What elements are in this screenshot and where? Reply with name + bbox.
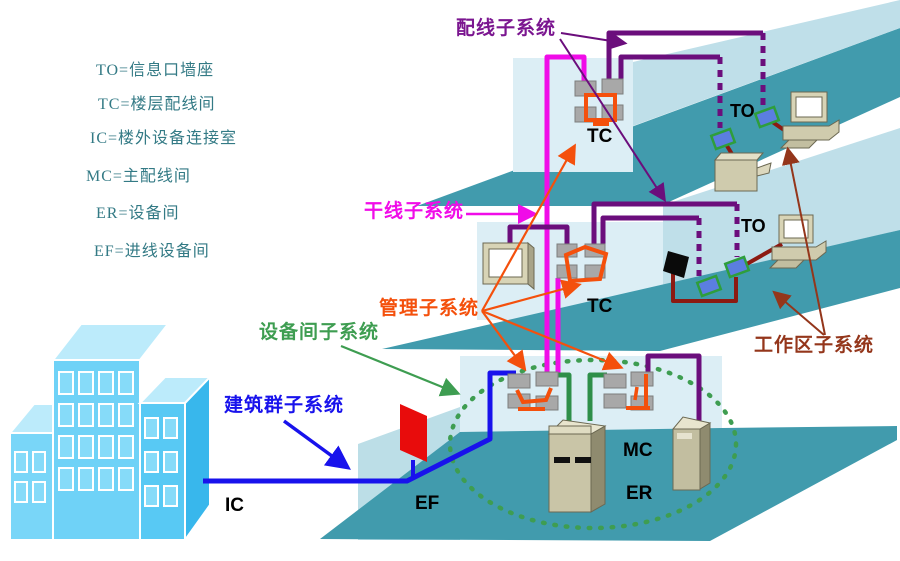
room-code-to-mid: TO [741,216,766,236]
label-arrows [282,31,826,470]
er-tower [671,416,712,491]
room-code-er: ER [626,483,653,504]
room-code-mc: MC [623,440,653,461]
legend-item-ef: EF=进线设备间 [94,243,210,260]
room-code-tc-mid: TC [587,296,613,317]
notebook-black [663,251,689,278]
equipment-room-cables [558,372,607,421]
printer [713,152,772,192]
legend-item-er: ER=设备间 [96,205,180,222]
label-work-area-subsystem: 工作区子系统 [754,335,875,356]
label-horizontal-subsystem: 配线子系统 [456,18,557,39]
desktop-computer-top [779,91,840,149]
equipment-room-boundary [447,357,739,531]
legend-item-tc: TC=楼层配线间 [98,96,216,113]
tc-mid-patch-panel [556,243,609,284]
mc-left-patch-panel [507,371,559,411]
ef-entrance-panel [400,404,427,462]
legend-item-ic: IC=楼外设备连接室 [90,130,238,147]
campus-cable [203,370,516,484]
horizontal-cables [507,30,766,421]
label-equipment-room-subsystem: 设备间子系统 [259,322,380,343]
legend-item-mc: MC=主配线间 [86,168,191,185]
to-outlets [695,105,781,298]
room-code-to-top: TO [730,101,755,121]
label-campus-subsystem: 建筑群子系统 [224,395,345,416]
backbone-cables [544,54,587,373]
label-backbone-subsystem: 干线子系统 [364,201,465,222]
mc-server-cabinet [547,419,607,513]
room-code-tc-top: TC [587,126,613,147]
label-management-subsystem: 管理子系统 [379,298,480,319]
campus-buildings [7,323,213,544]
crt-monitor [482,241,535,291]
legend-item-to: TO=信息口墙座 [96,62,215,79]
desktop-computer-mid [768,214,827,269]
room-code-ef: EF [415,493,440,514]
building-windows [14,371,178,507]
room-code-ic: IC [225,495,244,516]
mc-right-patch-panel [603,371,654,411]
tc-top-patch-panel [574,78,624,126]
